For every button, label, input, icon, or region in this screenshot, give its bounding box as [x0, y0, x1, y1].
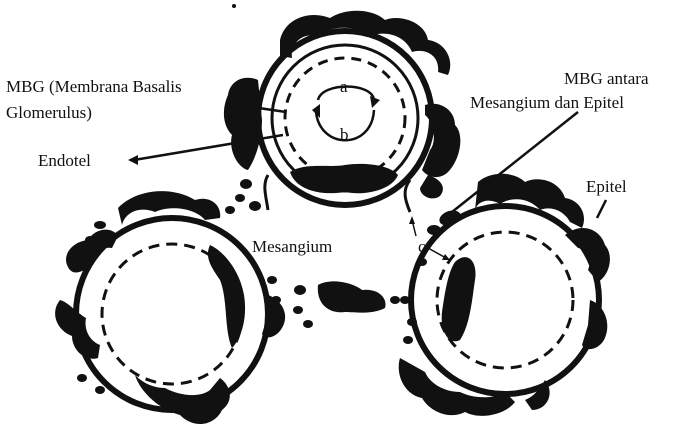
label-epitel: Epitel	[586, 177, 627, 196]
label-mbg: MBG (Membrana Basalis	[6, 77, 182, 96]
mesangium-region	[293, 281, 400, 328]
label-mesangium: Mesangium	[252, 237, 332, 256]
right-capillary	[399, 174, 610, 416]
label-endotel: Endotel	[38, 151, 91, 170]
label-a: a	[340, 77, 348, 96]
label-mbg-cont: Glomerulus)	[6, 103, 92, 122]
label-mbg-antara: MBG antara	[564, 69, 649, 88]
label-mbg-antara-cont: Mesangium dan Epitel	[470, 93, 624, 112]
left-capillary	[55, 191, 285, 424]
label-c: c	[418, 237, 426, 256]
label-b: b	[340, 125, 349, 144]
top-capillary	[224, 11, 460, 212]
